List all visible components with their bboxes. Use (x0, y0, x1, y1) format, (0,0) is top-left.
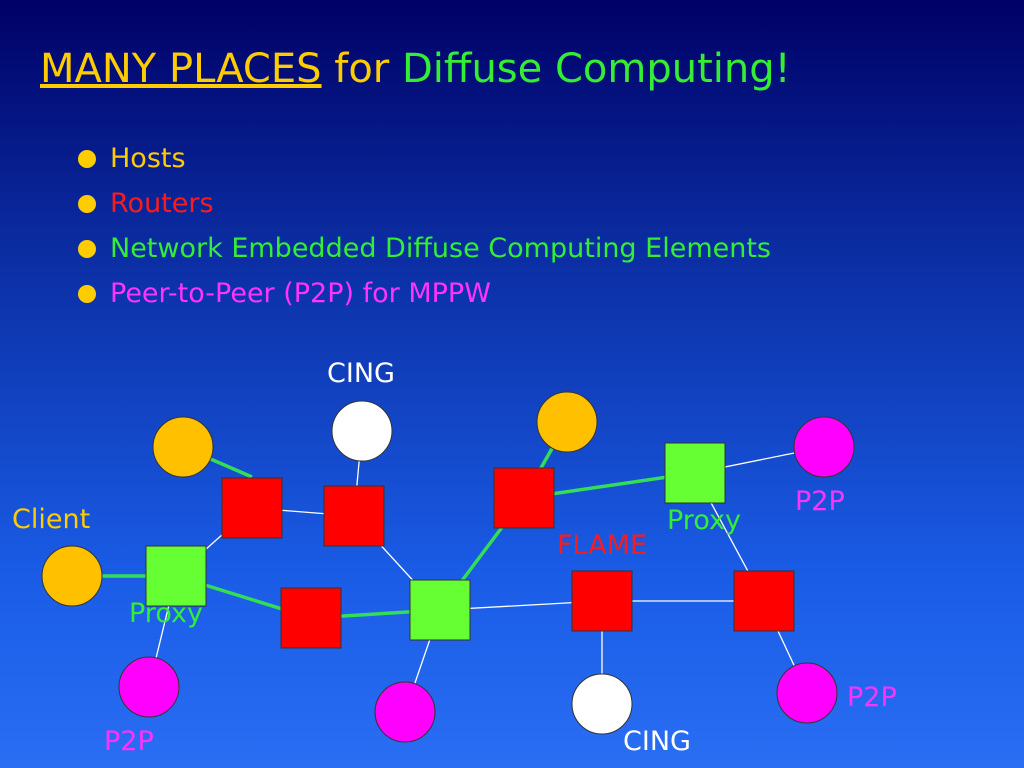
host-node (152, 416, 214, 478)
label-cing-bottom: CING (623, 726, 691, 757)
label-p2p-top-right: P2P (795, 486, 845, 517)
bullet-dot-icon (78, 194, 96, 213)
title-for: for (334, 46, 390, 92)
bullet-dot-icon (78, 239, 96, 258)
host-node (536, 391, 598, 453)
bullet-dot-icon (78, 284, 96, 303)
p2p-node (793, 416, 855, 478)
router-node (733, 570, 795, 632)
bullet-dot-icon (78, 149, 96, 168)
p2p-node (374, 681, 436, 743)
label-proxy-right: Proxy (667, 505, 741, 536)
bullet-p2p: Peer-to-Peer (P2P) for MPPW (110, 278, 491, 309)
bullet-network-elements: Network Embedded Diffuse Computing Eleme… (110, 233, 771, 264)
bullet-item: Hosts (78, 136, 771, 181)
proxy-node (145, 545, 207, 607)
cing-node (331, 400, 393, 462)
label-proxy-left: Proxy (129, 598, 203, 629)
flame-router-node (493, 467, 555, 529)
router-node (323, 485, 385, 547)
bullet-item: Routers (78, 181, 771, 226)
bullet-routers: Routers (110, 188, 214, 219)
label-cing-top: CING (327, 358, 395, 389)
title-many-places: MANY PLACES (40, 46, 322, 92)
bullet-item: Network Embedded Diffuse Computing Eleme… (78, 226, 771, 271)
element-node (409, 579, 471, 641)
cing-node (571, 673, 633, 735)
p2p-node (776, 662, 838, 724)
router-node (221, 477, 283, 539)
label-flame: FLAME (557, 530, 648, 561)
proxy-node (664, 442, 726, 504)
bullet-list: Hosts Routers Network Embedded Diffuse C… (78, 136, 771, 316)
bullet-hosts: Hosts (110, 143, 186, 174)
bullet-item: Peer-to-Peer (P2P) for MPPW (78, 271, 771, 316)
router-node (280, 587, 342, 649)
router-node (571, 570, 633, 632)
client-host-node (41, 545, 103, 607)
label-p2p-bottom-right: P2P (847, 682, 897, 713)
p2p-node (118, 656, 180, 718)
label-client: Client (12, 504, 91, 535)
title-diffuse-computing: Diffuse Computing! (401, 46, 791, 92)
slide-title: MANY PLACES for Diffuse Computing! (40, 46, 791, 92)
label-p2p-bottom-left: P2P (104, 726, 154, 757)
